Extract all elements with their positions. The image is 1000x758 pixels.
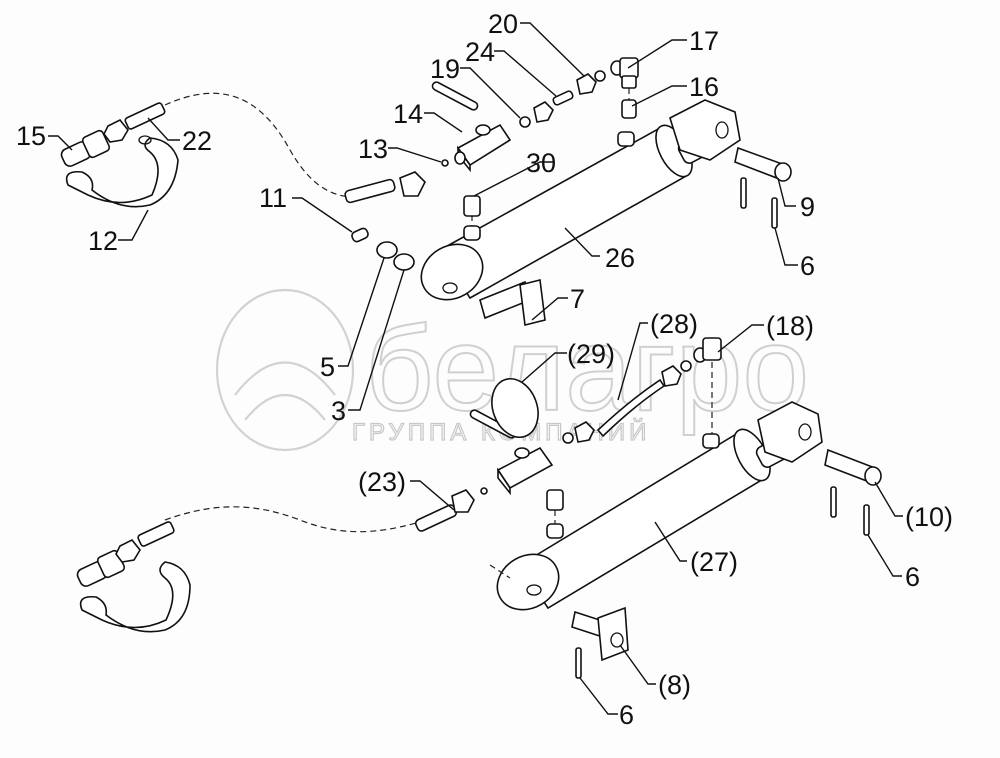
pipe-28 — [596, 378, 666, 438]
clevis-pin-10 — [824, 448, 882, 486]
hydraulic-cylinder-26 — [420, 99, 741, 301]
spring-pin-6e — [575, 647, 582, 679]
dust-cap-lower — [79, 561, 191, 633]
hose-22-line — [164, 92, 351, 198]
callout-8[interactable]: (8) — [658, 670, 691, 700]
callout-22[interactable]: 22 — [182, 126, 212, 156]
ring-clamp-29 — [491, 378, 539, 438]
adapter-lower — [546, 489, 564, 511]
watermark-brand-text: белагро — [365, 302, 809, 436]
ball-valve-14 — [431, 81, 512, 173]
callout-6-bottom[interactable]: 6 — [619, 700, 634, 730]
callout-29[interactable]: (29) — [567, 339, 615, 369]
callout-13[interactable]: 13 — [358, 134, 388, 164]
callout-17[interactable]: 17 — [689, 26, 719, 56]
sleeve-19 — [519, 116, 531, 128]
seal-ring-5 — [376, 241, 398, 259]
spring-pin-6d — [863, 504, 870, 536]
nut-20 — [576, 73, 597, 95]
o-ring-3 — [393, 253, 415, 271]
callout-7[interactable]: 7 — [570, 284, 585, 314]
nut-lower-2 — [661, 365, 682, 387]
callout-24[interactable]: 24 — [465, 37, 495, 67]
washer-13 — [441, 159, 449, 167]
callout-10[interactable]: (10) — [905, 502, 953, 532]
callout-11[interactable]: 11 — [259, 183, 287, 213]
callout-15[interactable]: 15 — [16, 121, 46, 151]
nut-lower — [574, 421, 595, 443]
watermark-logo: белагро ГРУППА КОМПАНИЙ — [215, 288, 810, 452]
callout-26[interactable]: 26 — [605, 243, 635, 273]
callout-23[interactable]: (23) — [358, 467, 406, 497]
dust-cap-12 — [65, 135, 179, 208]
callout-5[interactable]: 5 — [320, 352, 335, 382]
adapter-30 — [463, 195, 481, 217]
watermark-logo-arc1 — [234, 361, 336, 396]
callout-6-right[interactable]: 6 — [905, 562, 920, 592]
clevis-pin-8 — [571, 606, 629, 662]
callout-16[interactable]: 16 — [689, 72, 719, 102]
fitting-11 — [351, 227, 369, 243]
tube-24 — [552, 90, 574, 106]
clevis-pin-9 — [734, 146, 792, 182]
callout-6-top[interactable]: 6 — [800, 251, 815, 281]
watermark-logo-outer — [215, 288, 355, 452]
elbow-fitting-17 — [610, 57, 639, 89]
hose-end-22 — [344, 171, 426, 204]
hose-23-line — [164, 506, 421, 533]
callout-9[interactable]: 9 — [800, 192, 815, 222]
callout-30[interactable]: 30 — [526, 148, 556, 178]
callout-20[interactable]: 20 — [488, 9, 518, 39]
axis-lower-clevis — [489, 564, 511, 579]
callout-19[interactable]: 19 — [430, 54, 460, 84]
callout-12[interactable]: 12 — [88, 226, 118, 256]
quick-coupler-lower — [76, 521, 175, 587]
leader-lines — [48, 22, 903, 715]
hose-end-23 — [414, 489, 475, 532]
callout-27[interactable]: (27) — [690, 547, 738, 577]
quick-coupler-15 — [60, 102, 166, 167]
nut-part — [533, 101, 554, 123]
washer-lower — [480, 487, 488, 495]
callout-18[interactable]: (18) — [766, 311, 814, 341]
spring-pin-6b — [771, 197, 778, 229]
spring-pin-6a — [740, 177, 747, 209]
callout-14[interactable]: 14 — [393, 99, 423, 129]
ring-lower — [680, 360, 692, 372]
sleeve-lower — [562, 432, 574, 444]
adapter-16 — [621, 99, 637, 119]
ring-part — [594, 70, 606, 82]
callout-28[interactable]: (28) — [650, 309, 698, 339]
spring-pin-6c — [830, 486, 837, 518]
watermark-logo-arc2 — [244, 394, 326, 421]
callout-3[interactable]: 3 — [331, 396, 346, 426]
